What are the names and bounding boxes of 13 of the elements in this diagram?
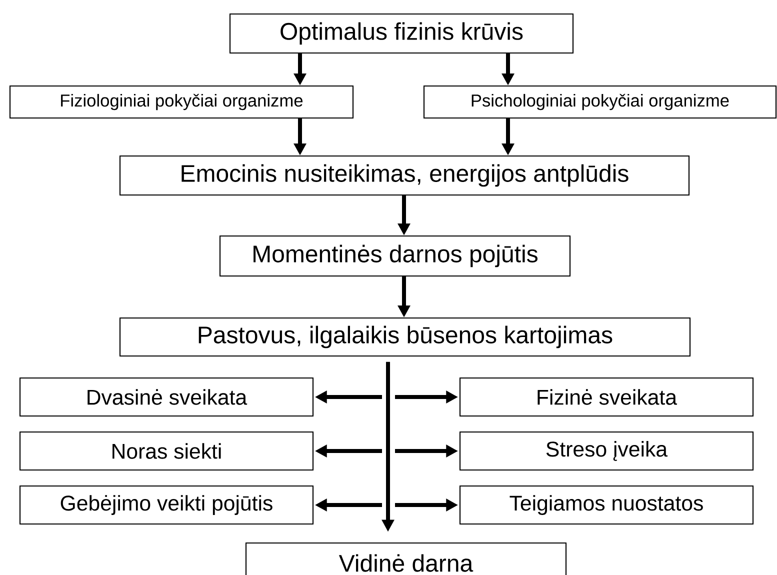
text-box: Momentinės darnos pojūtis <box>219 235 571 277</box>
text-box: Fizinė sveikata <box>459 377 754 417</box>
text-box: Optimalus fizinis krūvis <box>229 13 574 54</box>
text-box: Pastovus, ilgalaikis būsenos kartojimas <box>119 317 691 357</box>
text-box: Fiziologiniai pokyčiai organizme <box>9 85 354 119</box>
text-box: Streso įveika <box>459 431 754 471</box>
text-box: Psichologiniai pokyčiai organizme <box>423 85 777 119</box>
text-box: Dvasinė sveikata <box>19 377 314 417</box>
text-box: Emocinis nusiteikimas, energijos antplūdis <box>119 155 690 196</box>
text-box: Vidinė darna <box>245 542 567 575</box>
text-box: Teigiamos nuostatos <box>459 485 754 525</box>
text-box: Noras siekti <box>19 431 314 471</box>
text-box: Gebėjimo veikti pojūtis <box>19 485 314 525</box>
